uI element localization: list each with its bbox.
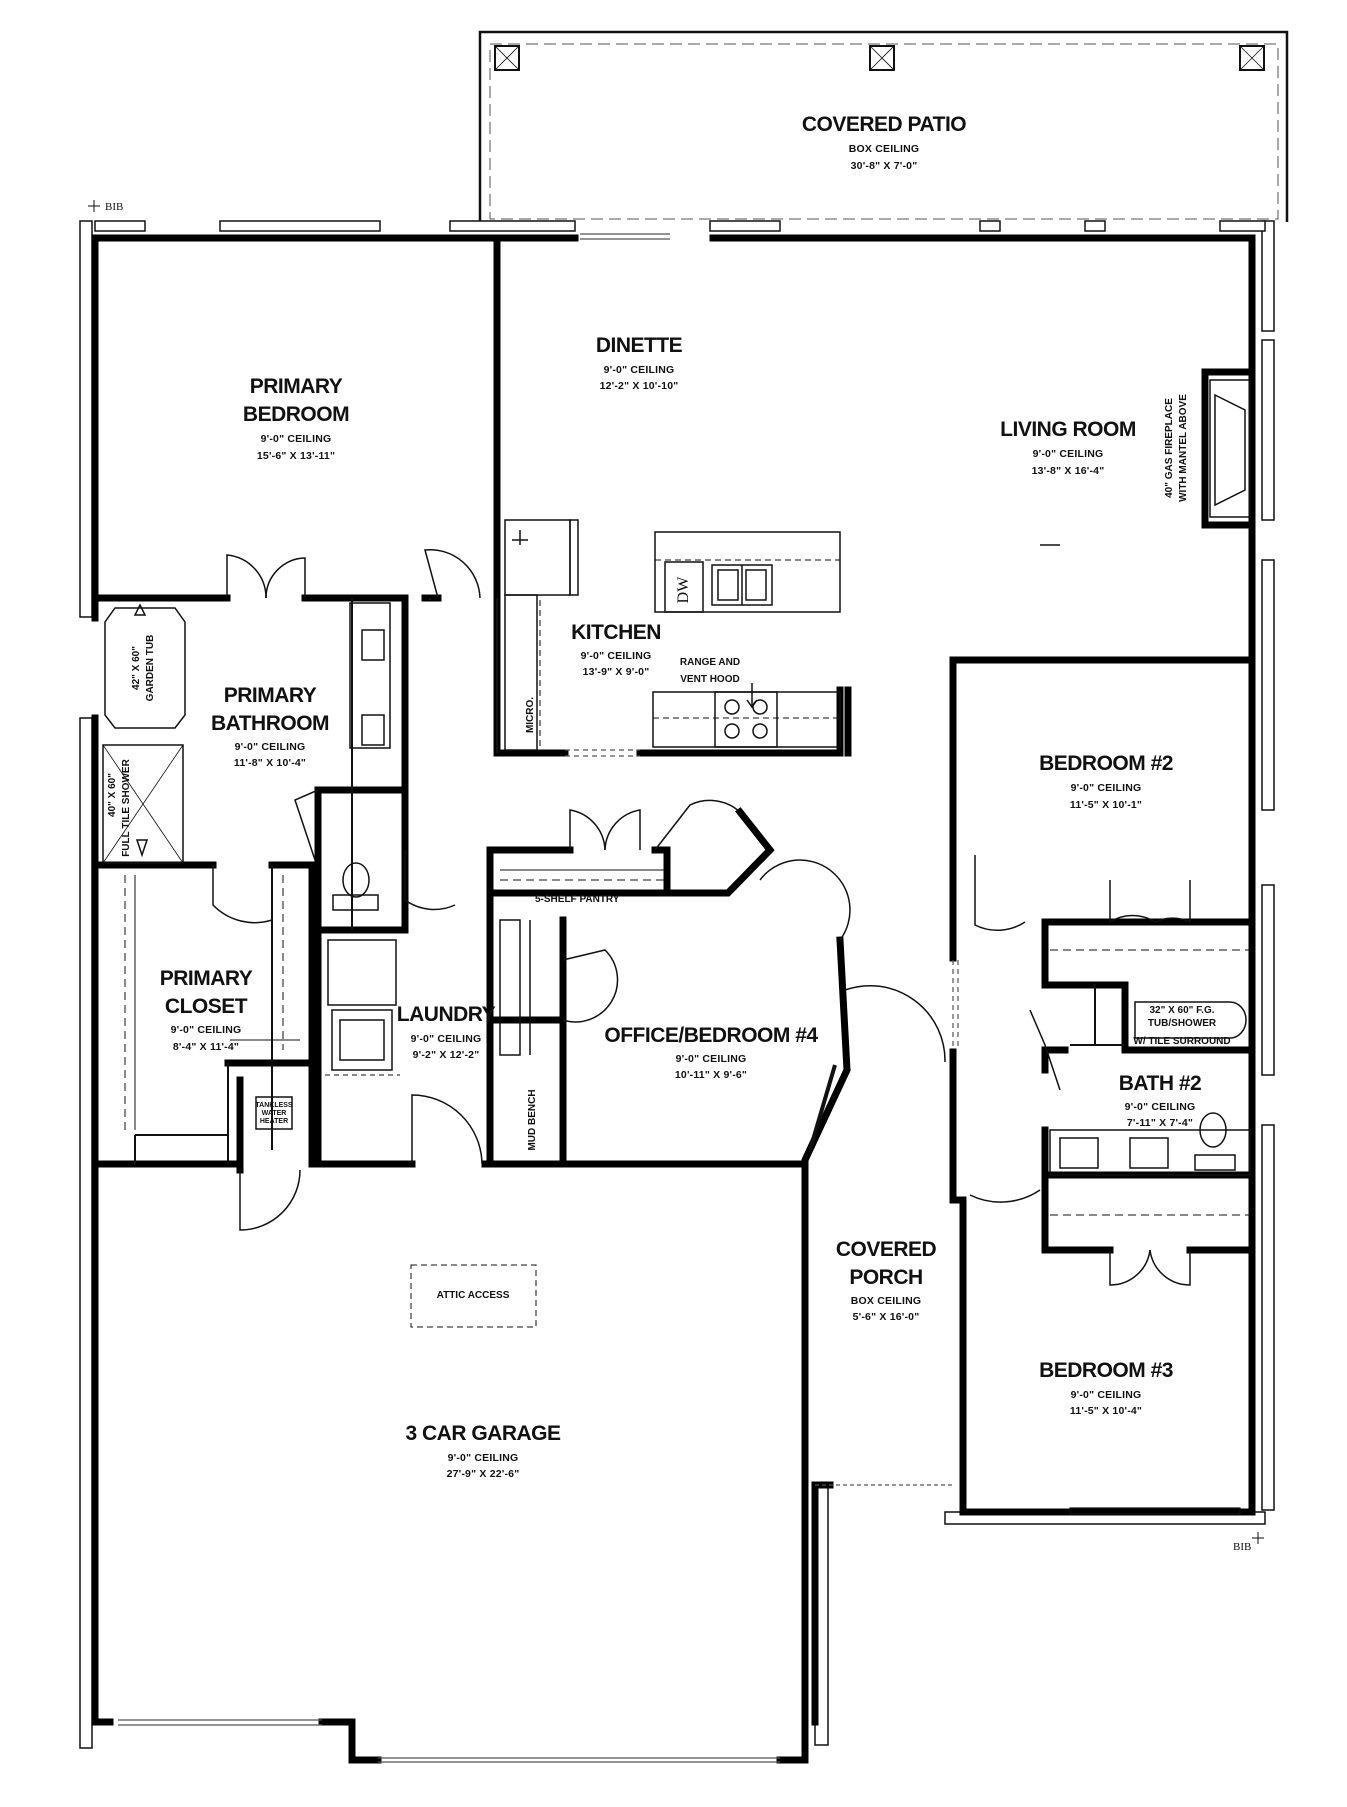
tub-shower-label-2: TUB/SHOWER [1148,1018,1217,1029]
fixture-labels: 40" GAS FIREPLACE WITH MANTEL ABOVE RANG… [107,394,1231,1301]
dinette-ceiling: 9'-0" CEILING [604,364,675,376]
primary-closet-name-1: PRIMARY [160,967,253,990]
primary-bedroom-name-1: PRIMARY [250,375,343,398]
covered-patio-outline [478,30,1289,222]
bath-2-size: 7'-11" X 7'-4" [1127,1117,1193,1129]
covered-patio-size: 30'-8" X 7'-0" [851,160,918,172]
water-heater-label-1: TANKLESS [255,1102,293,1109]
garage-name: 3 CAR GARAGE [405,1422,561,1445]
kitchen-fixtures [504,519,1060,751]
garage-size: 27'-9" X 22'-6" [447,1468,520,1480]
living-room-name: LIVING ROOM [1000,418,1136,441]
primary-bedroom-name-2: BEDROOM [243,403,349,426]
dinette-name: DINETTE [596,334,683,357]
bedroom-3-size: 11'-5" X 10'-4" [1070,1405,1142,1417]
kitchen-size: 13'-9" X 9'-0" [583,666,650,678]
bedroom-2-size: 11'-5" X 10'-1" [1070,799,1142,811]
dishwasher-label: DW [675,576,692,604]
dinette-size: 12'-2" X 10'-10" [600,380,679,392]
primary-bedroom-ceiling: 9'-0" CEILING [261,433,332,445]
walls [91,234,1256,1764]
shower-label-2: FULL TILE SHOWER [121,758,132,856]
covered-patio-ceiling: BOX CEILING [849,143,919,155]
bath-2-ceiling: 9'-0" CEILING [1125,1101,1196,1113]
bath-fixtures [102,379,1251,1328]
garden-tub-label-2: GARDEN TUB [145,635,156,702]
primary-bathroom-ceiling: 9'-0" CEILING [235,741,306,753]
kitchen-name: KITCHEN [571,621,661,644]
primary-closet-name-2: CLOSET [165,995,248,1018]
bath-2-name: BATH #2 [1119,1072,1201,1095]
covered-porch-size: 5'-6" X 16'-0" [853,1311,920,1323]
bedroom-3-ceiling: 9'-0" CEILING [1071,1389,1142,1401]
bib-markers [88,200,1264,1544]
tub-shower-label-1: 32" X 60" F.G. [1149,1005,1214,1016]
primary-closet-ceiling: 9'-0" CEILING [171,1024,242,1036]
primary-bathroom-name-2: BATHROOM [211,712,329,735]
fireplace-label-2: WITH MANTEL ABOVE [1178,394,1189,502]
primary-bathroom-size: 11'-8" X 10'-4" [234,757,306,769]
covered-porch-ceiling: BOX CEILING [851,1295,921,1307]
laundry-ceiling: 9'-0" CEILING [411,1033,482,1045]
pantry-label: 5-SHELF PANTRY [535,894,620,905]
tub-shower-label-3: W/ TILE SURROUND [1133,1036,1230,1047]
garage-ceiling: 9'-0" CEILING [448,1452,519,1464]
micro-label: MICRO. [525,697,536,733]
partition-lines [134,598,1125,1164]
shower-label-1: 40" X 60" [107,773,118,817]
living-room-ceiling: 9'-0" CEILING [1033,448,1104,460]
laundry-name: LAUNDRY [397,1003,496,1026]
exterior-veneer [79,220,1275,1749]
bedroom-2-ceiling: 9'-0" CEILING [1071,782,1142,794]
fireplace-label-1: 40" GAS FIREPLACE [1164,398,1175,498]
water-heater-label-3: HEATER [260,1118,288,1125]
office-size: 10'-11" X 9'-6" [675,1069,747,1081]
water-heater-label-2: WATER [262,1110,287,1117]
range-label-2: VENT HOOD [680,674,739,685]
room-labels: COVERED PATIO BOX CEILING 30'-8" X 7'-0"… [160,113,1202,1480]
range-label-1: RANGE AND [680,657,740,668]
bib-label-bottom: BIB [1233,1541,1251,1553]
openings [118,233,1241,1763]
garden-tub-label-1: 42" X 60" [131,646,142,690]
door-swings [212,549,1191,1286]
mud-bench-label: MUD BENCH [527,1089,538,1150]
covered-patio-name: COVERED PATIO [802,113,966,136]
primary-bedroom-size: 15'-6" X 13'-11" [257,450,335,462]
office-ceiling: 9'-0" CEILING [676,1053,747,1065]
bedroom-2-name: BEDROOM #2 [1039,752,1173,775]
bedroom-3-name: BEDROOM #3 [1039,1359,1173,1382]
attic-access-label: ATTIC ACCESS [437,1290,510,1301]
office-name: OFFICE/BEDROOM #4 [604,1024,818,1047]
covered-porch-name-1: COVERED [836,1238,937,1261]
kitchen-ceiling: 9'-0" CEILING [581,650,652,662]
bib-label-top: BIB [105,201,123,213]
laundry-size: 9'-2" X 12'-2" [413,1049,480,1061]
primary-closet-size: 8'-4" X 11'-4" [173,1041,239,1053]
living-room-size: 13'-8" X 16'-4" [1032,465,1105,477]
covered-porch-name-2: PORCH [849,1266,922,1289]
primary-bathroom-name-1: PRIMARY [224,684,317,707]
